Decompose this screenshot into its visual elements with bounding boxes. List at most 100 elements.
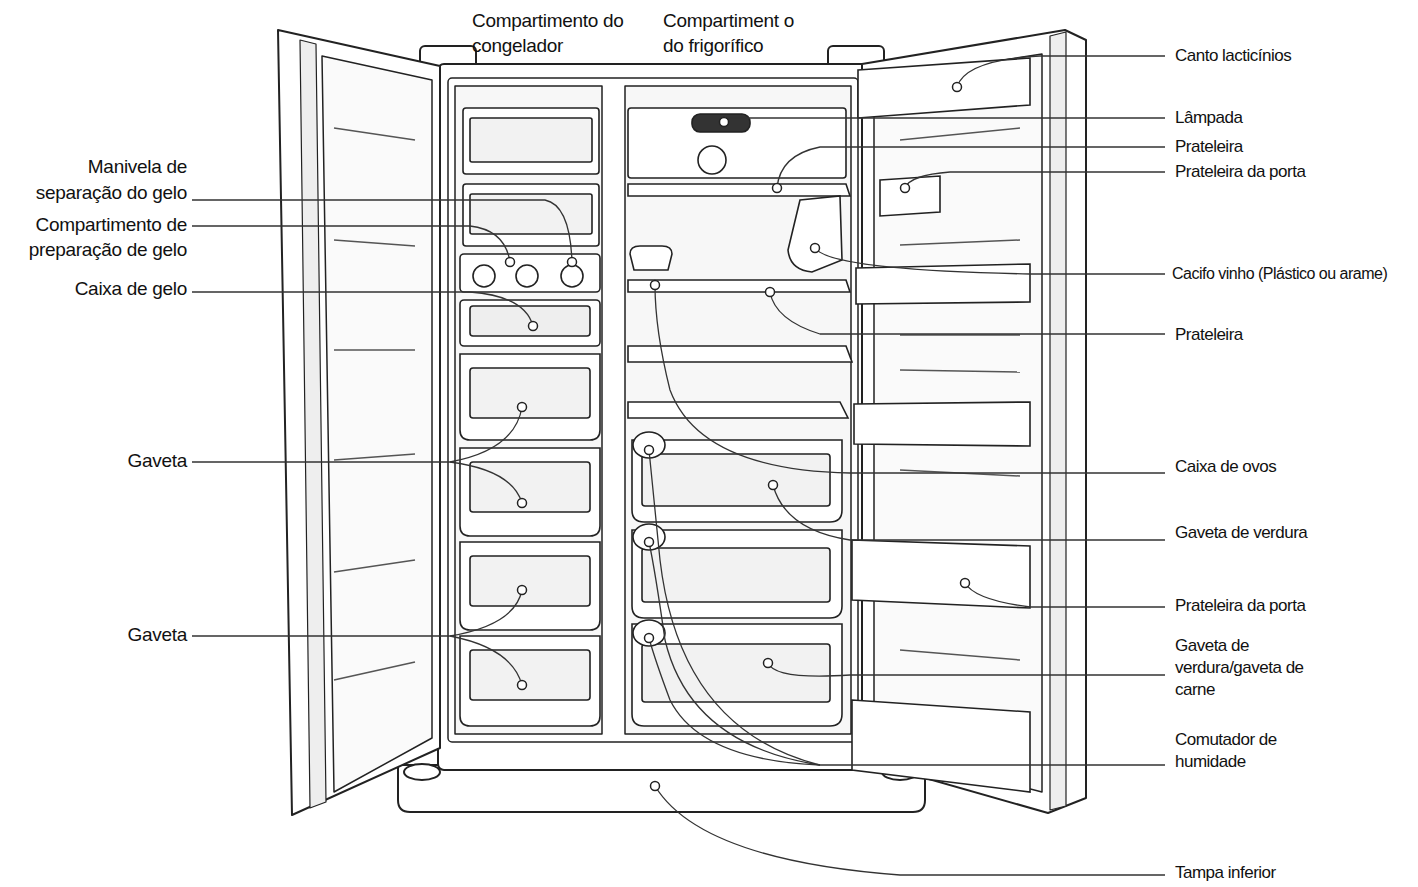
ice-knob bbox=[561, 265, 583, 287]
part-label: Manivela de separação do gelo bbox=[12, 154, 187, 206]
compartment-heading: Compartimento do congelador bbox=[472, 8, 647, 58]
callout-dot bbox=[645, 538, 654, 547]
drawer-front bbox=[470, 462, 590, 512]
wine-door-bin bbox=[856, 264, 1030, 304]
callout-dot bbox=[766, 288, 775, 297]
callout-dot bbox=[568, 258, 577, 267]
drawer-front bbox=[642, 548, 830, 602]
leader-line bbox=[770, 292, 1165, 334]
part-label: Comutador de humidade bbox=[1175, 729, 1290, 773]
callout-dot bbox=[645, 634, 654, 643]
part-label: Cacifo vinho (Plástico ou arame) bbox=[1172, 263, 1418, 285]
door-shelf bbox=[852, 700, 1030, 792]
part-label: Gaveta bbox=[7, 622, 187, 647]
drawer-front bbox=[470, 650, 590, 700]
callout-dot bbox=[953, 83, 962, 92]
door-edge bbox=[300, 40, 326, 808]
callout-dot bbox=[518, 403, 527, 412]
lamp bbox=[692, 114, 750, 132]
callout-dot bbox=[811, 244, 820, 253]
part-label: Prateleira da porta bbox=[1175, 161, 1415, 183]
callout-dot bbox=[506, 258, 515, 267]
door-rib bbox=[900, 650, 1020, 660]
humidity-switch bbox=[633, 524, 665, 550]
leader-line bbox=[965, 583, 1165, 607]
shelf bbox=[628, 402, 848, 418]
callout-dot bbox=[773, 184, 782, 193]
humidity-switch bbox=[633, 432, 665, 458]
drawer-front bbox=[470, 368, 590, 418]
leader-line bbox=[777, 147, 1165, 188]
leader-line bbox=[450, 462, 522, 503]
ice-box bbox=[460, 300, 600, 346]
door-liner bbox=[322, 56, 432, 792]
leader-line bbox=[957, 56, 1165, 87]
ice-maker bbox=[463, 184, 599, 246]
leader-line bbox=[192, 200, 572, 262]
leader-line bbox=[649, 450, 1165, 765]
leader-line bbox=[649, 638, 820, 765]
freezer-door bbox=[278, 30, 440, 815]
freezer-box bbox=[463, 108, 599, 174]
callout-dot bbox=[518, 586, 527, 595]
freezer-drawer bbox=[460, 448, 600, 536]
leader-line bbox=[773, 485, 1165, 540]
part-label: Caixa de gelo bbox=[7, 276, 187, 301]
bottom-cover bbox=[398, 765, 925, 812]
part-label: Prateleira da porta bbox=[1175, 595, 1415, 617]
ice-knob-panel bbox=[460, 254, 600, 292]
leader-line bbox=[815, 248, 1165, 274]
leader-line bbox=[450, 636, 522, 685]
callout-dot bbox=[901, 184, 910, 193]
vegetable-drawer bbox=[632, 440, 842, 522]
freezer-drawer bbox=[460, 636, 600, 726]
door-rib bbox=[334, 560, 415, 572]
drawer-front bbox=[642, 644, 830, 702]
door-rib bbox=[334, 240, 415, 246]
part-label: Prateleira bbox=[1175, 136, 1415, 158]
door-rib bbox=[334, 349, 415, 351]
egg-box bbox=[630, 246, 672, 270]
leader-line bbox=[655, 285, 1165, 473]
leader-line bbox=[192, 407, 522, 462]
cabinet-frame bbox=[448, 78, 858, 742]
part-label: Gaveta de verdura/gaveta de carne bbox=[1175, 635, 1305, 701]
part-label: Prateleira bbox=[1175, 324, 1415, 346]
callout-dot bbox=[651, 782, 660, 791]
leader-line bbox=[192, 292, 533, 326]
callout-dot bbox=[645, 446, 654, 455]
leader-line bbox=[905, 172, 1165, 188]
freezer-drawer bbox=[460, 542, 600, 630]
leader-line bbox=[655, 786, 1165, 875]
callout-dot bbox=[529, 322, 538, 331]
callout-dot bbox=[769, 481, 778, 490]
ice-knob bbox=[473, 265, 495, 287]
door-edge bbox=[1050, 32, 1066, 810]
door-rib bbox=[900, 128, 1020, 140]
door-shelf bbox=[854, 402, 1030, 446]
door-rib bbox=[334, 128, 415, 140]
shelf bbox=[628, 184, 850, 196]
foot bbox=[404, 764, 440, 780]
part-label: Compartimento de preparação de gelo bbox=[7, 212, 187, 262]
callout-dot bbox=[720, 118, 729, 127]
door-rib bbox=[900, 240, 1020, 245]
leader-line bbox=[649, 542, 820, 765]
wine-rack bbox=[788, 196, 842, 272]
lamp-control bbox=[698, 146, 726, 174]
leader-line bbox=[768, 663, 1165, 676]
callout-dot bbox=[764, 659, 773, 668]
door-rib bbox=[900, 370, 1020, 372]
ice-box-front bbox=[470, 306, 590, 336]
leader-line bbox=[192, 226, 510, 262]
door-rib bbox=[334, 662, 415, 680]
cabinet bbox=[438, 64, 868, 770]
leader-line bbox=[728, 117, 1165, 118]
fridge-liner bbox=[625, 86, 851, 734]
freezer-liner bbox=[455, 86, 602, 734]
part-label: Caixa de ovos bbox=[1175, 456, 1415, 478]
part-label: Gaveta bbox=[7, 448, 187, 473]
freezer-drawer bbox=[460, 354, 600, 440]
part-label: Lâmpada bbox=[1175, 107, 1415, 129]
